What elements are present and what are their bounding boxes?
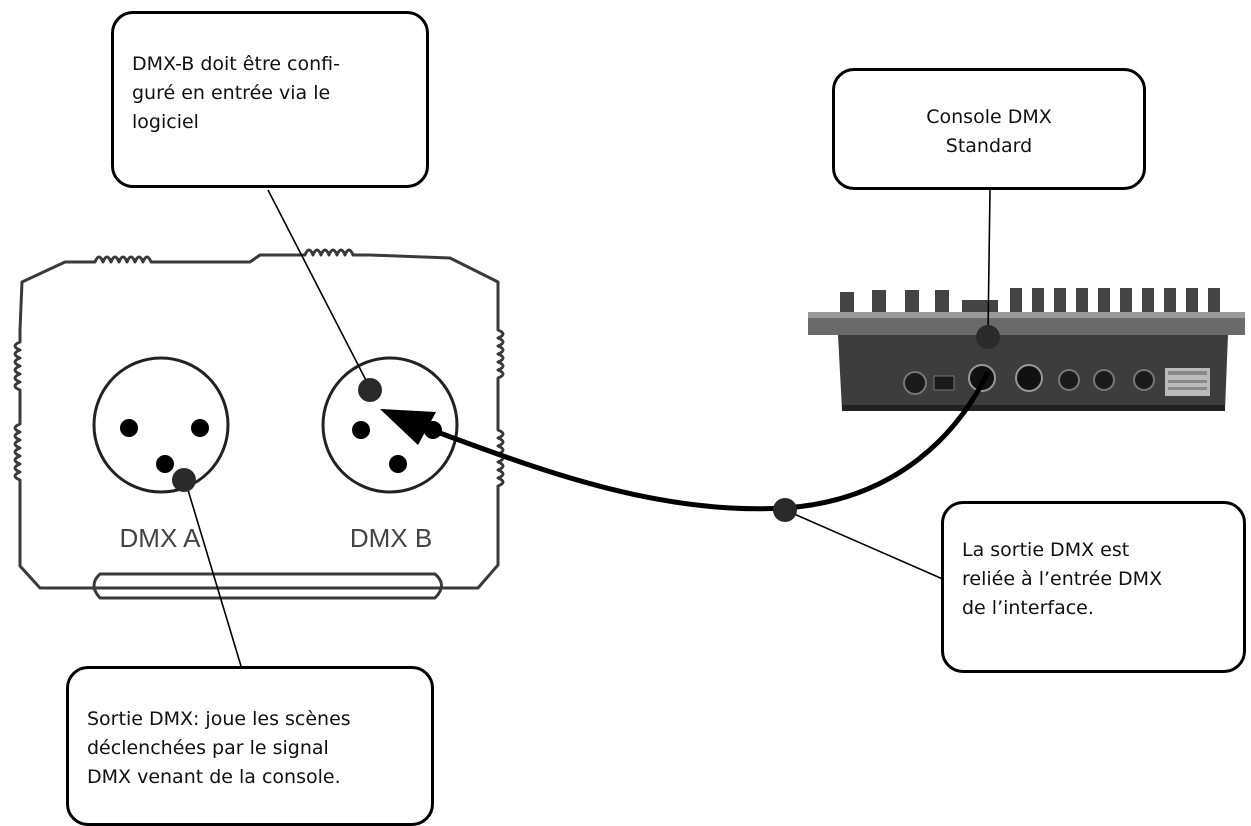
callout-output-line-2: reliée à l’entrée DMX bbox=[962, 568, 1163, 590]
callout-console-line-1: Console DMX bbox=[926, 106, 1052, 128]
dmx-interface-box bbox=[13, 248, 505, 600]
dmx-b-port bbox=[321, 356, 459, 494]
callout-dmx-b-line-3: logiciel bbox=[132, 111, 199, 133]
callout-output-line-3: de l’interface. bbox=[962, 597, 1094, 619]
callout-console-line-2: Standard bbox=[945, 135, 1033, 157]
dmx-console-image bbox=[808, 288, 1245, 411]
callout-sortie-line-2: déclenchées par le signal bbox=[87, 737, 329, 759]
anchor-dots bbox=[172, 325, 1000, 522]
callout-dmx-b-config: DMX-B doit être confi- guré en entrée vi… bbox=[111, 11, 429, 188]
dmx-b-label: DMX B bbox=[350, 523, 432, 553]
callout-sortie-line-3: DMX venant de la console. bbox=[87, 766, 341, 788]
callout-output-link: La sortie DMX est reliée à l’entrée DMX … bbox=[941, 501, 1246, 673]
cable-arrowhead bbox=[380, 409, 436, 445]
callout-dmx-b-line-2: guré en entrée via le bbox=[132, 82, 331, 104]
dmx-a-port bbox=[92, 356, 230, 494]
callout-sortie-line-1: Sortie DMX: joue les scènes bbox=[87, 708, 351, 730]
callout-console: Console DMX Standard bbox=[832, 68, 1146, 190]
callout-output-line-1: La sortie DMX est bbox=[962, 539, 1130, 561]
callout-dmx-b-line-1: DMX-B doit être confi- bbox=[132, 53, 340, 75]
callout-dmx-output: Sortie DMX: joue les scènes déclenchées … bbox=[66, 666, 434, 826]
dmx-a-label: DMX A bbox=[120, 523, 202, 553]
leader-lines bbox=[184, 189, 991, 667]
